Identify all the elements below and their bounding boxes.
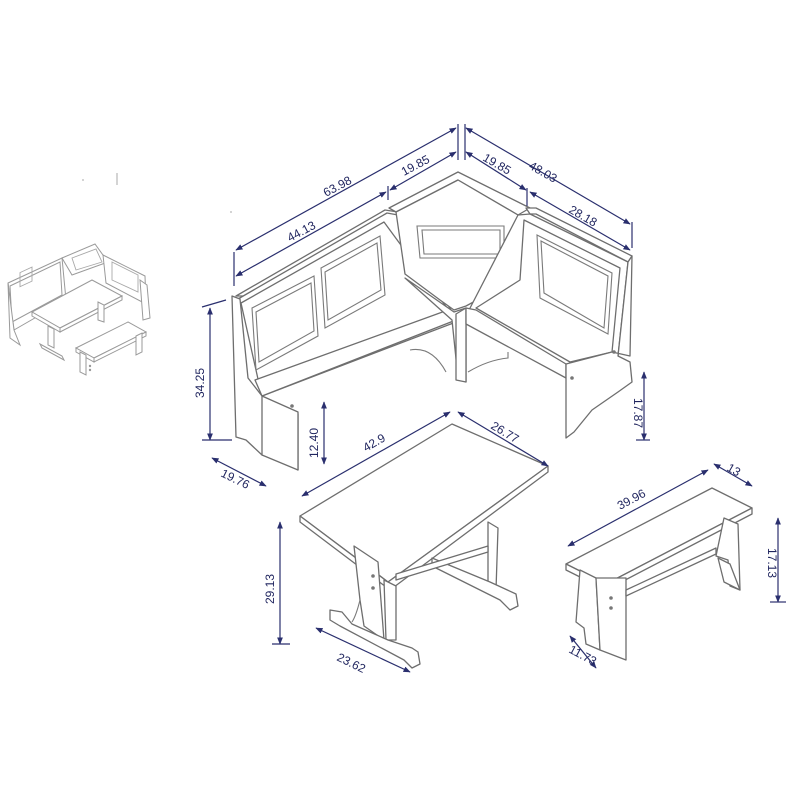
dim-line-13 <box>713 463 753 487</box>
label-table-height: 29.13 <box>263 574 277 604</box>
label-table-length: 42.9 <box>361 431 389 455</box>
dim-line-26-77 <box>457 411 549 467</box>
dim-line-39-96 <box>567 469 709 547</box>
stray-marks <box>82 173 232 213</box>
label-corner-left-total: 63.98 <box>321 173 354 200</box>
dining-table <box>299 423 549 669</box>
label-corner-corner-right: 19.85 <box>481 150 514 177</box>
small-bench <box>565 487 753 661</box>
right-end-panel <box>565 255 633 439</box>
label-bench-height: 17.13 <box>765 548 779 578</box>
dim-line-42-9 <box>301 411 451 497</box>
label-bench-length: 39.96 <box>615 486 648 513</box>
label-table-base: 23.62 <box>335 650 368 676</box>
label-corner-height: 34.25 <box>193 368 207 398</box>
dim-line-19-76 <box>211 457 267 487</box>
label-bench-width: 13 <box>725 460 744 479</box>
label-corner-seat-height: 12.40 <box>307 428 321 458</box>
label-corner-right-total: 48.03 <box>527 158 560 185</box>
dim-line-11-73 <box>569 635 597 669</box>
dimension-lines <box>201 124 786 673</box>
set-thumbnail <box>7 243 151 376</box>
label-corner-right-height: 17.87 <box>631 398 645 428</box>
label-corner-left-back: 44.13 <box>285 218 318 245</box>
dim-line-19-85-left <box>389 151 457 191</box>
dim-line-28-18 <box>529 191 631 251</box>
dim-line-44-13 <box>235 191 387 277</box>
dim-line-23-62 <box>315 627 411 673</box>
